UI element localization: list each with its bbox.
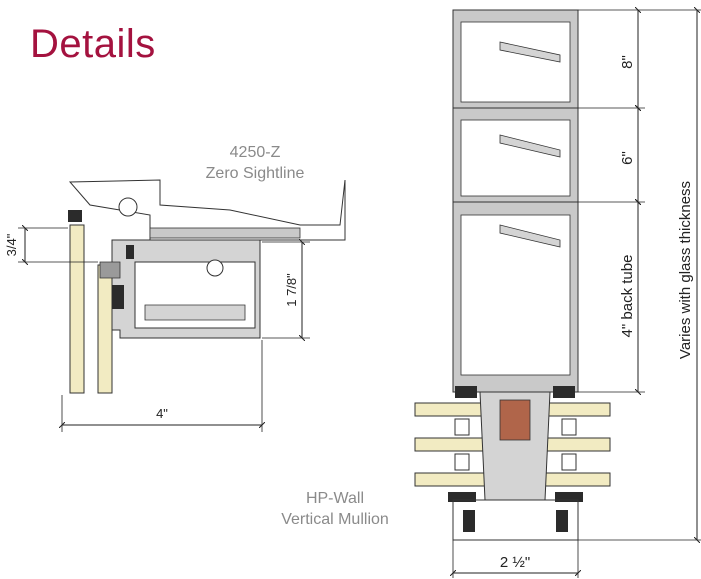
right-cap-clip-l	[463, 510, 475, 532]
left-glass-lite-2	[97, 264, 113, 394]
right-gasket-bot-l	[448, 492, 476, 502]
right-tube-6in-cavity	[460, 119, 571, 197]
right-dim-width-text: 2 ½"	[500, 554, 530, 571]
left-frame-inner-fin	[144, 304, 246, 321]
left-dim-width-text: 4"	[156, 406, 168, 421]
left-detail-drawing: 4" 3/4" 1 7/8"	[4, 179, 346, 432]
right-spacer-l1	[454, 418, 470, 436]
right-spacer-r1	[561, 418, 577, 436]
right-tube-8in-cavity	[460, 21, 571, 103]
right-fin-2	[499, 134, 561, 158]
left-dim-depth-text: 1 7/8"	[284, 273, 299, 307]
right-dim-8in-text: 8"	[619, 55, 636, 69]
right-spacer-l2	[454, 453, 470, 471]
right-dim-6in-text: 6"	[619, 151, 636, 165]
right-detail-label: HP-Wall Vertical Mullion	[255, 488, 415, 530]
left-detail-label: 4250-Z Zero Sightline	[180, 142, 330, 184]
left-setting-block	[99, 261, 121, 279]
left-gasket-1	[112, 285, 124, 309]
left-sash-bar	[149, 227, 301, 239]
left-sash-outline	[68, 179, 346, 241]
right-spacer-r2	[561, 453, 577, 471]
right-detail-label-line2: Vertical Mullion	[281, 511, 389, 528]
right-detail-drawing: 8" 6" 4" back tube Varies with glass thi…	[414, 10, 701, 578]
left-dim-reveal-text: 3/4"	[4, 233, 19, 256]
right-detail-label-line1: HP-Wall	[305, 490, 365, 507]
right-thermal-break	[499, 399, 531, 441]
right-gasket-top-l	[455, 386, 477, 398]
left-gasket-3	[68, 210, 82, 222]
left-hinge-circle	[118, 197, 138, 217]
page-title: Details	[30, 22, 156, 66]
left-gasket-2	[126, 245, 134, 259]
right-dim-back-tube-text: 4" back tube	[619, 255, 636, 338]
left-fastener	[206, 259, 224, 277]
right-gasket-bot-r	[555, 492, 583, 502]
right-fin-3	[499, 224, 561, 248]
left-detail-label-line2: Zero Sightline	[205, 165, 305, 182]
right-fin-1	[499, 41, 561, 63]
right-cap-clip-r	[556, 510, 568, 532]
right-dim-overall-text: Varies with glass thickness	[677, 181, 694, 359]
left-detail-label-line1: 4250-Z	[229, 144, 281, 161]
left-glass-lite-1	[69, 224, 85, 394]
right-gasket-top-r	[553, 386, 575, 398]
